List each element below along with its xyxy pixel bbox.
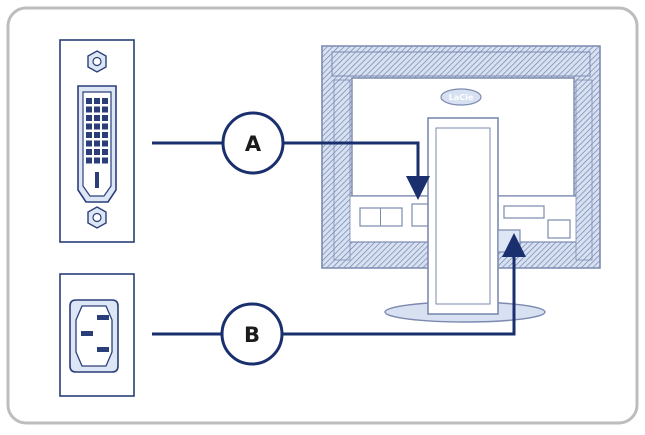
dvi-pin (102, 106, 108, 113)
dvi-pin (86, 106, 92, 113)
callout-a: A (221, 111, 285, 175)
power-pin (81, 331, 93, 336)
dvi-pin (94, 123, 100, 130)
callout-a-line (152, 141, 430, 200)
dvi-pin (86, 149, 92, 155)
callout-a-label: A (245, 132, 262, 156)
dvi-pin (102, 149, 108, 155)
power-pin (97, 315, 109, 320)
dvi-pin (86, 140, 92, 147)
screw-icon (87, 50, 107, 73)
dvi-pin (86, 157, 92, 164)
callout-b-line (152, 233, 526, 336)
monitor-logo (440, 88, 482, 106)
dvi-pin (86, 98, 92, 104)
monitor-rear: LaCie (321, 45, 601, 323)
monitor-logo-text: LaCie (449, 93, 474, 102)
dvi-pin (94, 132, 100, 138)
dvi-pin (86, 132, 92, 138)
dvi-blade (95, 172, 99, 188)
monitor-stand (427, 117, 499, 315)
dvi-pin (102, 98, 108, 104)
dvi-pin (102, 132, 108, 138)
dvi-pin (102, 115, 108, 121)
dvi-pin (102, 140, 108, 147)
dvi-pin (86, 115, 92, 121)
dvi-pin (94, 98, 100, 104)
dvi-pin-grid (86, 98, 108, 164)
dvi-pin (86, 123, 92, 130)
callout-b-label: B (244, 323, 260, 347)
dvi-pin (102, 157, 108, 164)
dvi-pin (94, 106, 100, 113)
screw-icon (87, 206, 107, 229)
dvi-pin (102, 123, 108, 130)
power-pin (97, 347, 109, 352)
dvi-pin (94, 149, 100, 155)
dvi-pin (94, 140, 100, 147)
power-socket (59, 273, 135, 397)
dvi-port (59, 39, 135, 243)
callout-b: B (220, 302, 284, 366)
dvi-pin (94, 115, 100, 121)
dvi-pin (94, 157, 100, 164)
